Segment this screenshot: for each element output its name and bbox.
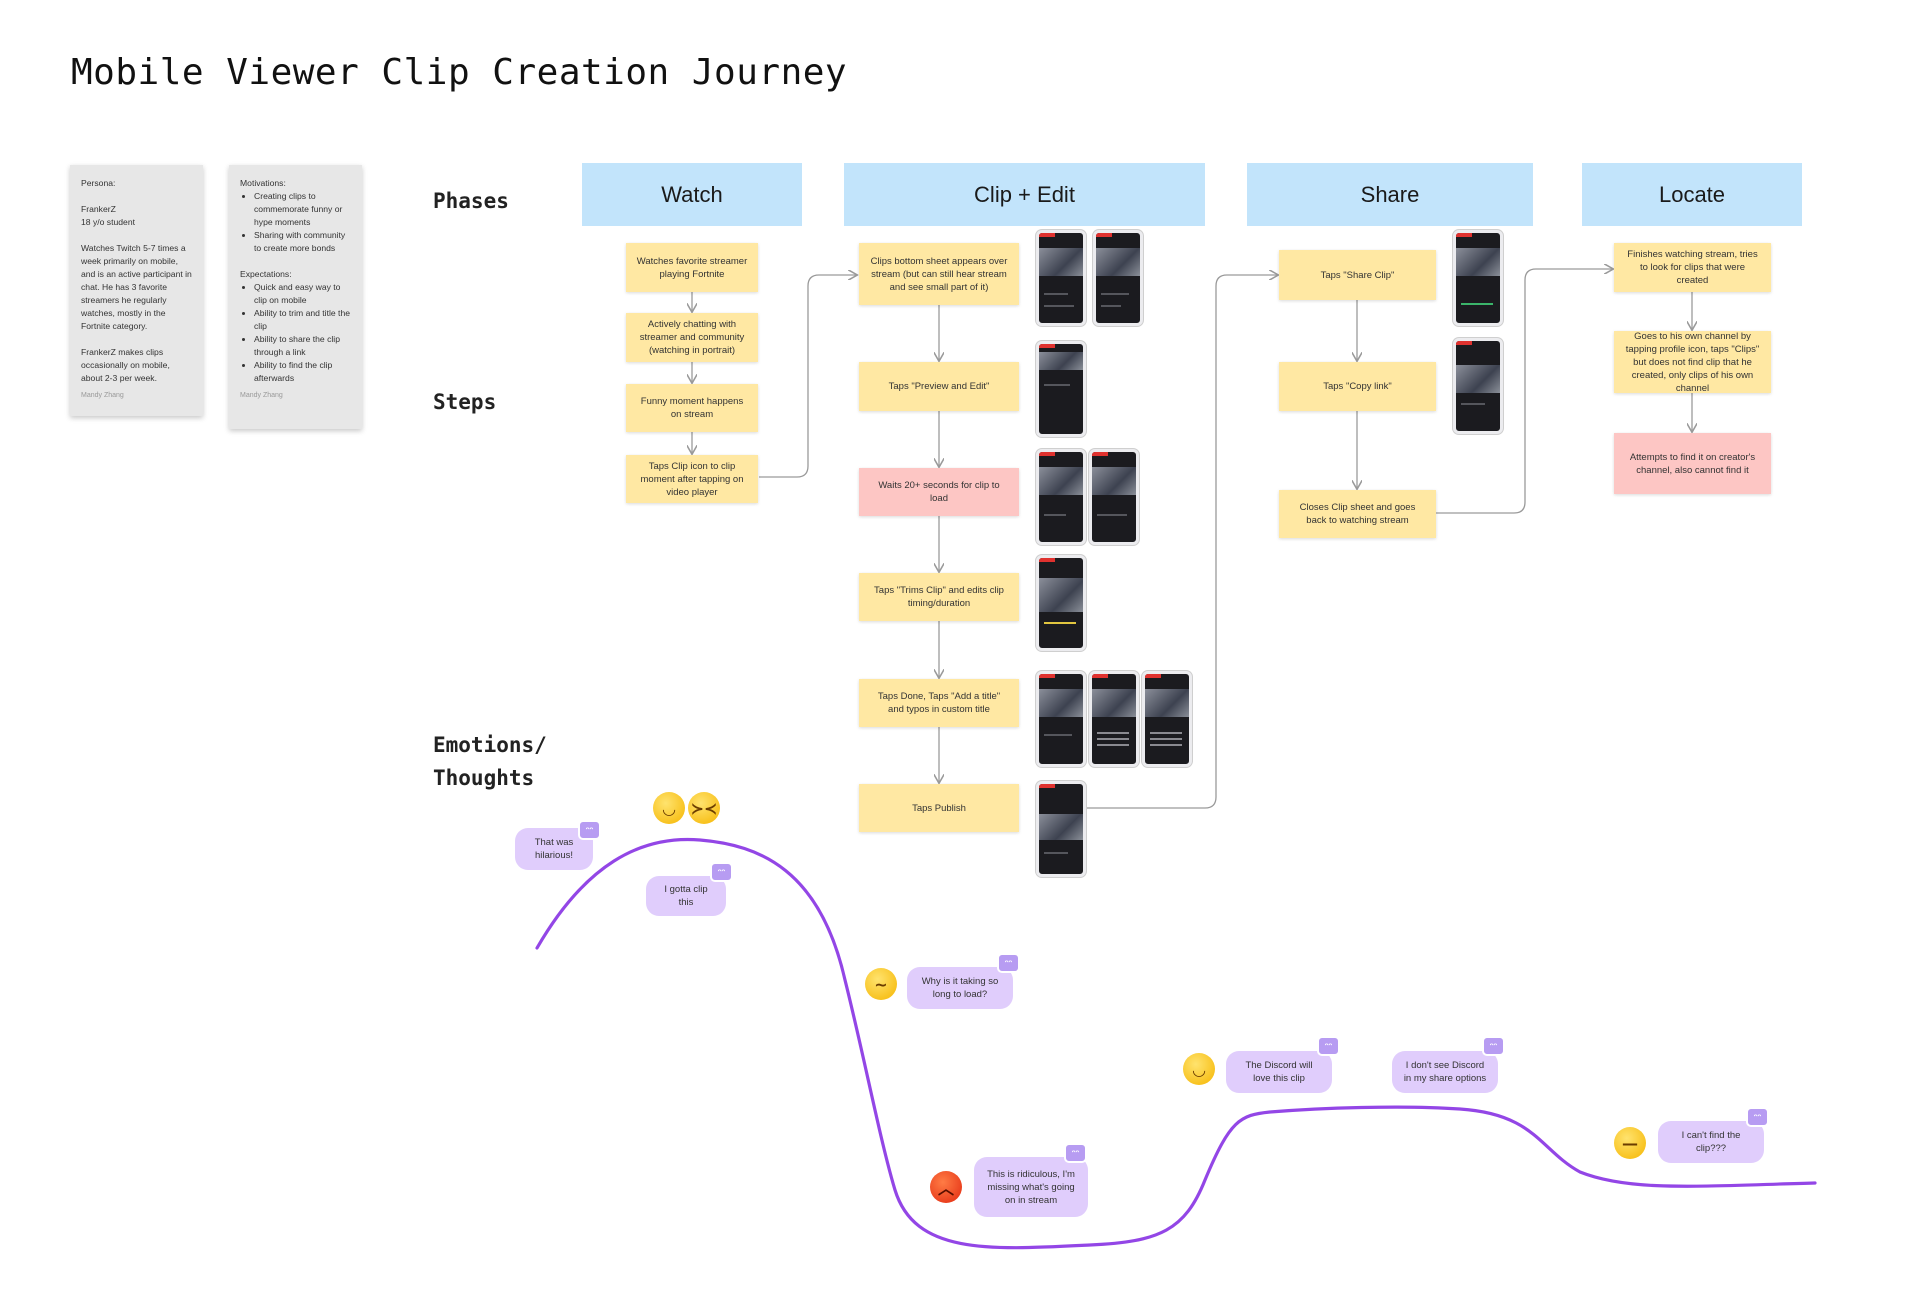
phone-screenshot bbox=[1093, 230, 1143, 326]
thought-bubble: This is ridiculous, I'm missing what's g… bbox=[974, 1157, 1088, 1217]
step-locate-finish-watching: Finishes watching stream, tries to look … bbox=[1614, 243, 1771, 292]
persona-label: Persona: bbox=[81, 178, 116, 188]
list-item: Sharing with community to create more bo… bbox=[254, 229, 351, 255]
step-clip-trim: Taps "Trims Clip" and edits clip timing/… bbox=[859, 573, 1019, 621]
twitch-emote-icon: ᵔᵔ bbox=[1064, 1143, 1087, 1163]
phases-row-label: Phases bbox=[433, 189, 509, 213]
expectations-list: Quick and easy way to clip on mobile Abi… bbox=[240, 281, 351, 385]
list-item: Creating clips to commemorate funny or h… bbox=[254, 190, 351, 229]
thought-bubble: I gotta clip this bbox=[646, 876, 726, 916]
step-clip-publish: Taps Publish bbox=[859, 784, 1019, 832]
step-watch-funny-moment: Funny moment happens on stream bbox=[626, 384, 758, 432]
grinning-face-icon: ◡ bbox=[653, 792, 685, 824]
step-clip-add-title: Taps Done, Taps "Add a title" and typos … bbox=[859, 679, 1019, 727]
arrow-connector bbox=[1436, 269, 1612, 514]
phone-screenshot bbox=[1089, 671, 1139, 767]
step-share-close-sheet: Closes Clip sheet and goes back to watch… bbox=[1279, 490, 1436, 538]
emotions-row-label-2: Thoughts bbox=[433, 766, 535, 790]
phone-screenshot bbox=[1036, 671, 1086, 767]
step-watch-tap-clip-icon: Taps Clip icon to clip moment after tapp… bbox=[626, 455, 758, 503]
phone-screenshot bbox=[1036, 230, 1086, 326]
persona-author: Mandy Zhang bbox=[81, 392, 124, 399]
neutral-face-icon: — bbox=[1614, 1127, 1646, 1159]
list-item: Ability to share the clip through a link bbox=[254, 333, 351, 359]
twitch-emote-icon: ᵔᵔ bbox=[1746, 1107, 1769, 1127]
list-item: Ability to find the clip afterwards bbox=[254, 359, 351, 385]
list-item: Ability to trim and title the clip bbox=[254, 307, 351, 333]
twitch-emote-icon: ᵔᵔ bbox=[1482, 1036, 1505, 1056]
step-share-clip: Taps "Share Clip" bbox=[1279, 250, 1436, 300]
twitch-emote-icon: ᵔᵔ bbox=[578, 820, 601, 840]
twitch-emote-icon: ᵔᵔ bbox=[1317, 1036, 1340, 1056]
emotions-row-label-1: Emotions/ bbox=[433, 733, 547, 757]
thought-bubble: I don't see Discord in my share options bbox=[1392, 1051, 1498, 1093]
thought-bubble: Why is it taking so long to load? bbox=[907, 967, 1013, 1009]
phone-screenshot bbox=[1036, 781, 1086, 877]
step-watch-chatting: Actively chatting with streamer and comm… bbox=[626, 313, 758, 362]
phone-screenshot bbox=[1142, 671, 1192, 767]
angry-face-icon: ︿ bbox=[930, 1171, 962, 1203]
expectations-label: Expectations: bbox=[240, 269, 292, 279]
phone-screenshot bbox=[1453, 230, 1503, 326]
confused-face-icon: ~ bbox=[865, 968, 897, 1000]
goals-author: Mandy Zhang bbox=[240, 392, 283, 399]
phase-watch: Watch bbox=[582, 163, 802, 226]
step-locate-creator-channel: Attempts to find it on creator's channel… bbox=[1614, 433, 1771, 494]
steps-row-label: Steps bbox=[433, 390, 497, 414]
phase-share: Share bbox=[1247, 163, 1533, 226]
step-clip-bottom-sheet: Clips bottom sheet appears over stream (… bbox=[859, 243, 1019, 305]
motivations-list: Creating clips to commemorate funny or h… bbox=[240, 190, 351, 255]
phase-locate: Locate bbox=[1582, 163, 1802, 226]
phone-screenshot bbox=[1453, 338, 1503, 434]
twitch-emote-icon: ᵔᵔ bbox=[997, 953, 1020, 973]
phone-screenshot bbox=[1036, 341, 1086, 437]
arrow-connector bbox=[1083, 275, 1277, 809]
persona-card: Persona: FrankerZ 18 y/o student Watches… bbox=[70, 165, 203, 416]
step-clip-preview-edit: Taps "Preview and Edit" bbox=[859, 362, 1019, 411]
motivations-label: Motivations: bbox=[240, 178, 286, 188]
laughing-face-icon: ≻≺ bbox=[688, 792, 720, 824]
persona-age: 18 y/o student bbox=[81, 217, 135, 227]
page-title: Mobile Viewer Clip Creation Journey bbox=[71, 52, 848, 93]
twitch-emote-icon: ᵔᵔ bbox=[710, 862, 733, 882]
goals-card: Motivations: Creating clips to commemora… bbox=[229, 165, 362, 429]
step-locate-own-channel: Goes to his own channel by tapping profi… bbox=[1614, 331, 1771, 394]
phone-screenshot bbox=[1089, 449, 1139, 545]
persona-name: FrankerZ bbox=[81, 204, 116, 214]
step-share-copy-link: Taps "Copy link" bbox=[1279, 362, 1436, 411]
thought-bubble: I can't find the clip??? bbox=[1658, 1121, 1764, 1163]
persona-habits: FrankerZ makes clips occasionally on mob… bbox=[81, 347, 170, 383]
step-clip-waits-load: Waits 20+ seconds for clip to load bbox=[859, 468, 1019, 516]
phone-screenshot bbox=[1036, 555, 1086, 651]
smiling-face-icon: ◡ bbox=[1183, 1053, 1215, 1085]
phone-screenshot bbox=[1036, 449, 1086, 545]
persona-bio: Watches Twitch 5-7 times a week primaril… bbox=[81, 243, 192, 331]
thought-bubble: The Discord will love this clip bbox=[1226, 1051, 1332, 1093]
emotion-curve bbox=[535, 837, 1817, 1250]
phase-clip-edit: Clip + Edit bbox=[844, 163, 1205, 226]
arrow-connector bbox=[759, 275, 856, 478]
list-item: Quick and easy way to clip on mobile bbox=[254, 281, 351, 307]
step-watch-favorite-streamer: Watches favorite streamer playing Fortni… bbox=[626, 243, 758, 292]
